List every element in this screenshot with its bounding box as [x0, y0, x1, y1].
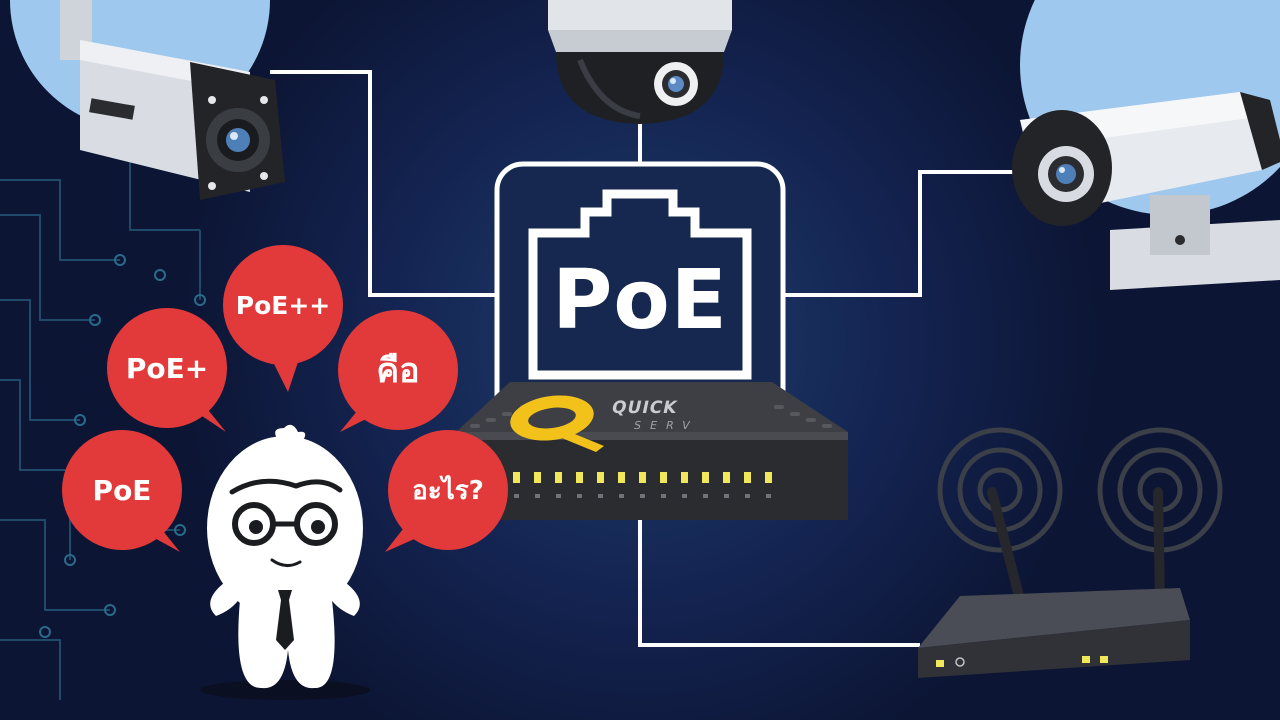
connection-lines [270, 70, 1035, 647]
ethernet-port-outline [528, 189, 752, 380]
bullet-camera-top-left-icon [60, 0, 285, 200]
dome-camera-icon [548, 0, 732, 124]
switch-brand-sub: SERV [632, 419, 700, 432]
speech-bubble-shapes [62, 245, 508, 552]
poe-center-label: PoE [552, 252, 728, 348]
bubble-arai: อะไร? [412, 475, 484, 506]
bubble-poe-plus: PoE+ [125, 351, 209, 385]
switch-port-indicators [514, 494, 771, 498]
switch-brand-name: QUICK [609, 398, 680, 418]
power-icon [955, 657, 965, 667]
switch-port-leds [513, 472, 772, 483]
mascot-character [200, 424, 370, 700]
bubble-poe: PoE [92, 473, 152, 507]
bubble-poe-plus-plus: PoE++ [235, 290, 331, 320]
router-icon [918, 487, 1190, 678]
circuit-nodes [39, 254, 206, 638]
bubble-khue: คือ [376, 351, 420, 391]
quickserv-logo-icon [510, 395, 604, 452]
bullet-camera-top-right-icon [1012, 92, 1280, 290]
